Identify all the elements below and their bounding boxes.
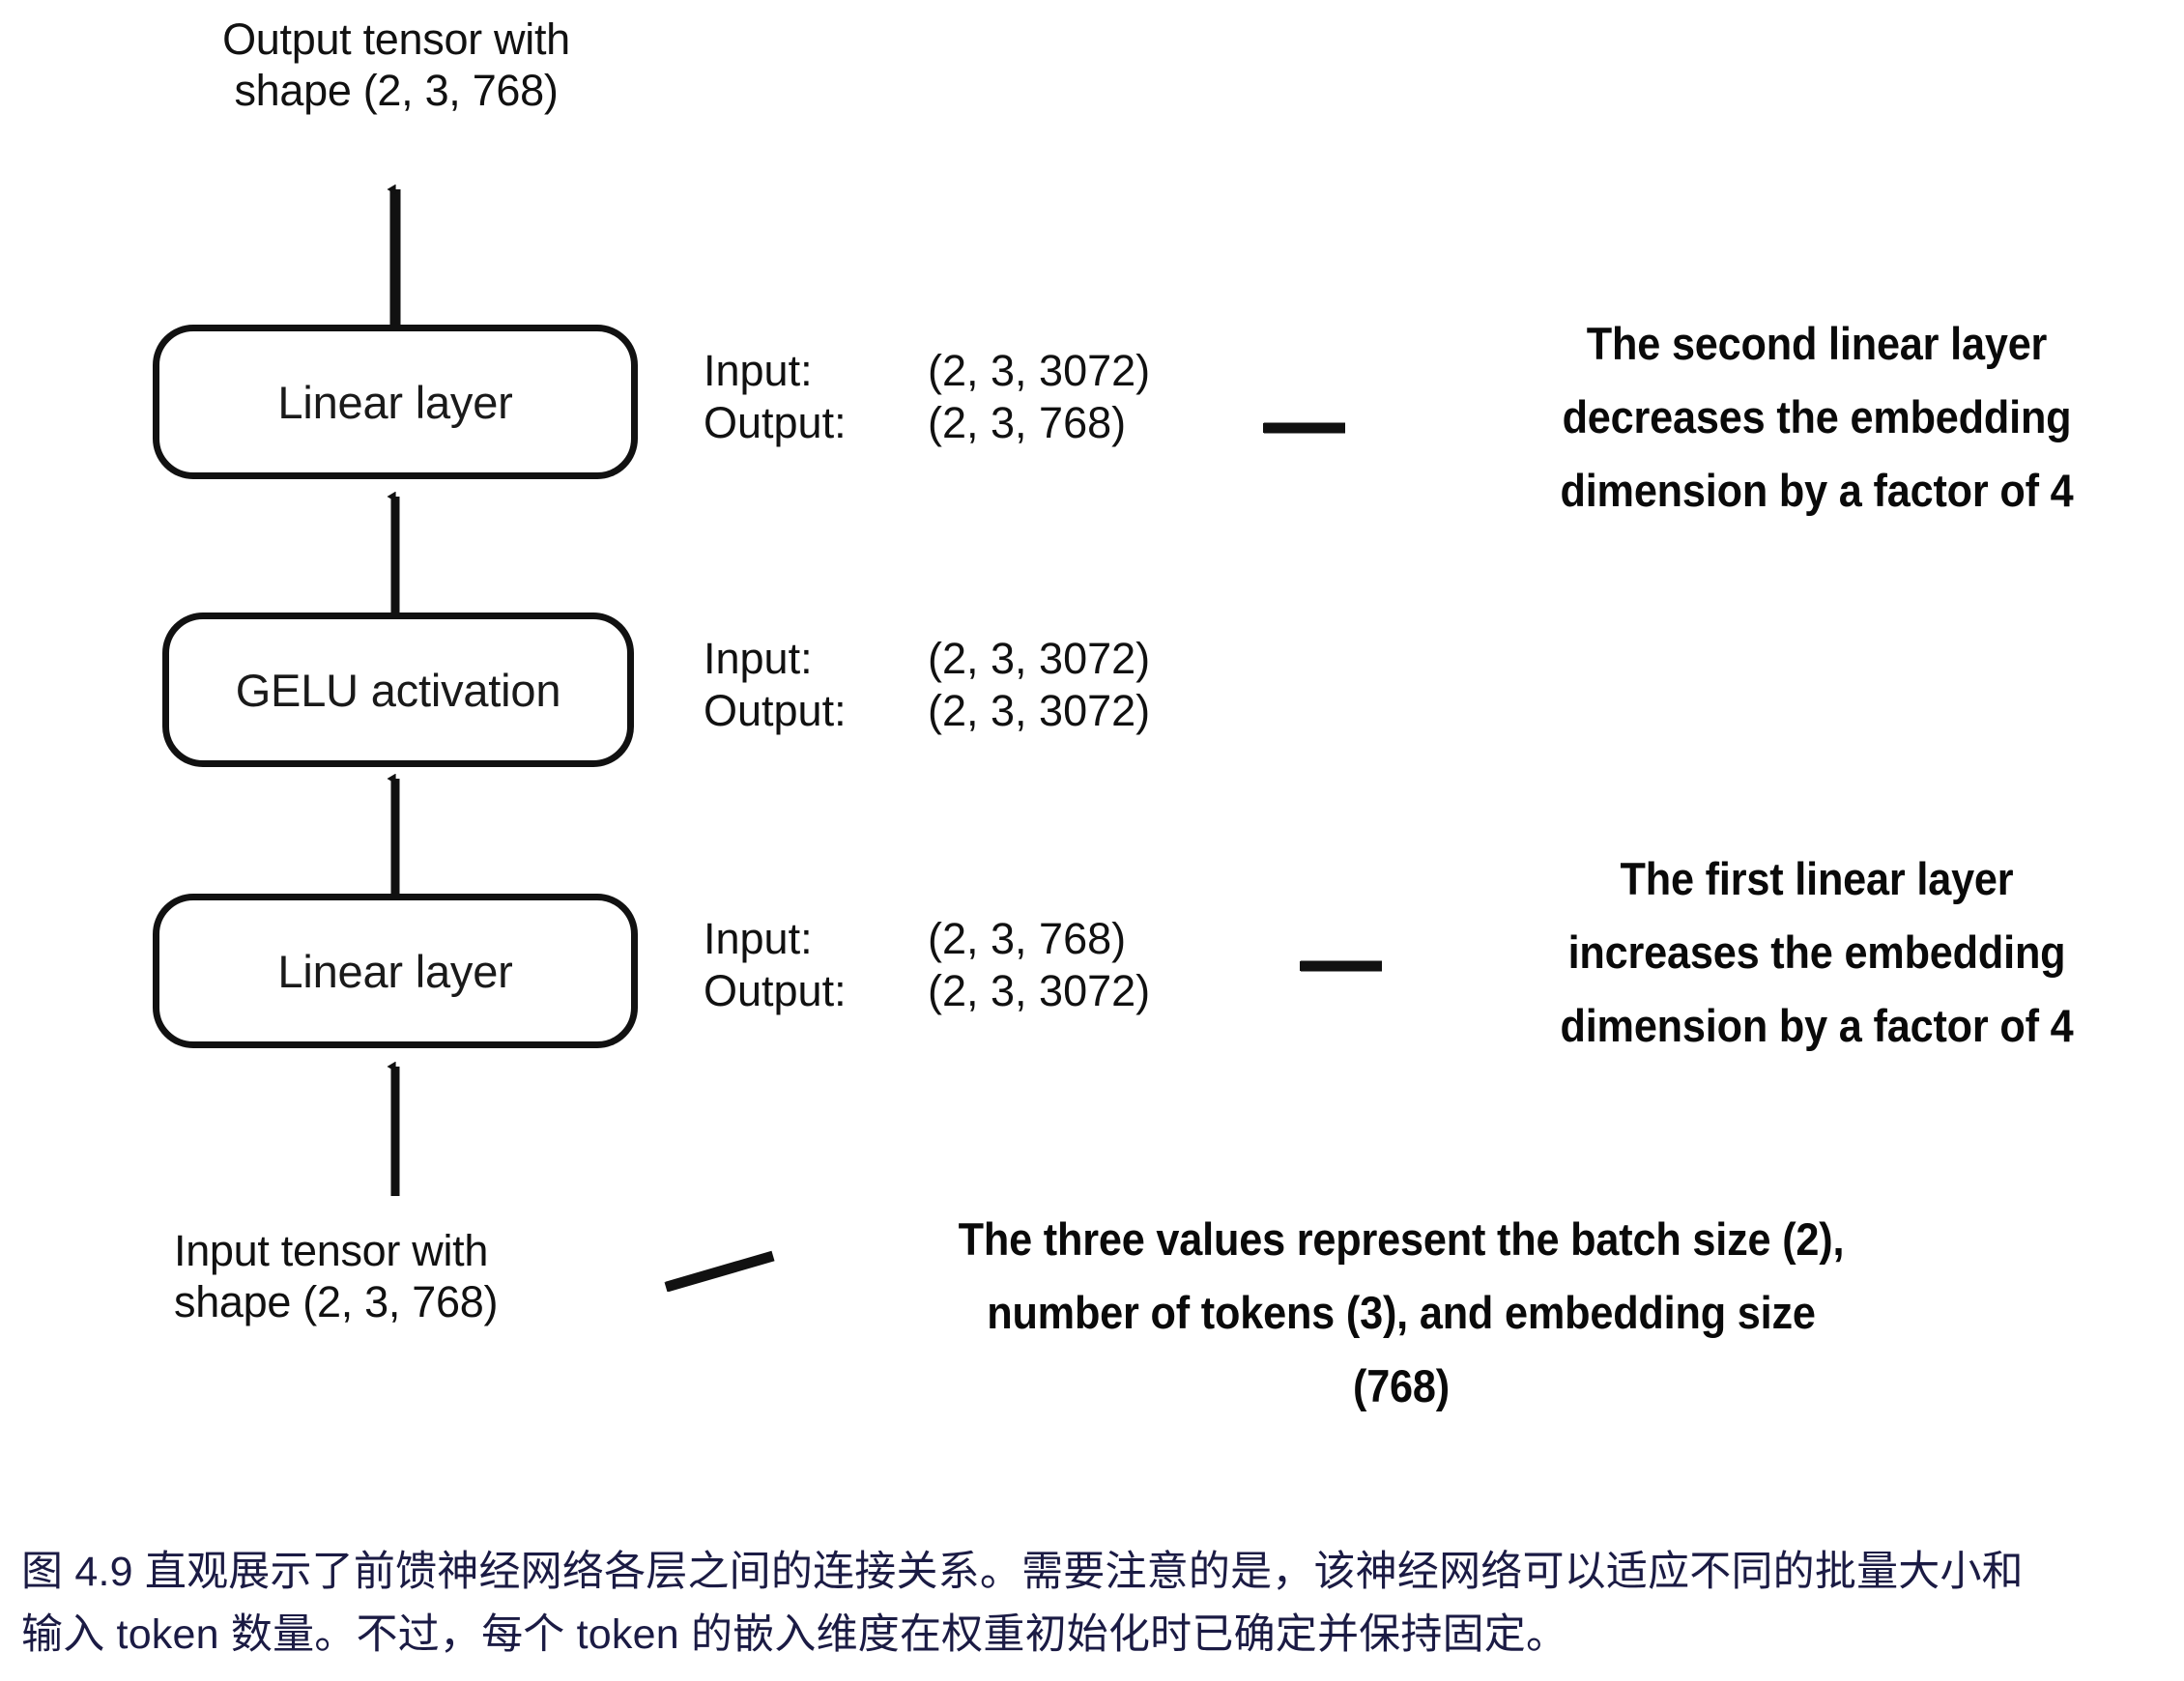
annotation-line: dimension by a factor of 4 <box>1560 1000 2074 1052</box>
io-input-key: Input: <box>704 634 813 683</box>
node-linear-layer-2[interactable]: Linear layer <box>153 325 638 479</box>
io-spec-linear-layer-2: Input: (2, 3, 3072) Output: (2, 3, 768) <box>704 345 1150 450</box>
annotation-line: The first linear layer <box>1620 853 2014 904</box>
io-input-value: (2, 3, 3072) <box>928 346 1151 395</box>
annotation-line: The three values represent the batch siz… <box>958 1213 1845 1265</box>
io-input-row: Input: (2, 3, 3072) <box>704 345 1150 397</box>
io-output-row: Output: (2, 3, 3072) <box>704 685 1150 737</box>
input-tensor-label: Input tensor with shape (2, 3, 768) <box>174 1226 499 1327</box>
node-gelu-activation-label: GELU activation <box>235 664 561 716</box>
annotation-first-linear-layer: The first linear layer increases the emb… <box>1497 842 2137 1063</box>
annotation-line: increases the embedding <box>1567 926 2066 979</box>
output-tensor-label: Output tensor with shape (2, 3, 768) <box>222 14 570 116</box>
io-output-value: (2, 3, 3072) <box>928 686 1151 736</box>
io-input-row: Input: (2, 3, 3072) <box>704 633 1150 685</box>
io-input-key: Input: <box>704 914 813 963</box>
node-linear-layer-1[interactable]: Linear layer <box>153 894 638 1048</box>
io-output-key: Output: <box>704 966 847 1016</box>
annotation-line: The second linear layer <box>1586 318 2048 369</box>
io-output-key: Output: <box>704 686 847 736</box>
io-output-row: Output: (2, 3, 768) <box>704 397 1150 449</box>
io-spec-gelu-activation: Input: (2, 3, 3072) Output: (2, 3, 3072) <box>704 633 1150 738</box>
io-input-value: (2, 3, 768) <box>928 914 1127 963</box>
io-input-row: Input: (2, 3, 768) <box>704 913 1150 965</box>
annotation-line: dimension by a factor of 4 <box>1560 465 2074 517</box>
io-output-key: Output: <box>704 398 847 448</box>
caption-line: 图 4.9 直观展示了前馈神经网络各层之间的连接关系。需要注意的是，该神经网络可… <box>21 1549 2024 1595</box>
io-spec-linear-layer-1: Input: (2, 3, 768) Output: (2, 3, 3072) <box>704 913 1150 1018</box>
io-output-value: (2, 3, 768) <box>928 398 1127 448</box>
io-input-key: Input: <box>704 346 813 395</box>
io-input-value: (2, 3, 3072) <box>928 634 1151 683</box>
io-output-value: (2, 3, 3072) <box>928 966 1151 1016</box>
node-linear-layer-2-label: Linear layer <box>277 376 513 428</box>
annotation-line: decreases the embedding <box>1562 391 2072 443</box>
annotation-three-values: The three values represent the batch siz… <box>859 1203 1943 1423</box>
annotation-second-linear-layer: The second linear layer decreases the em… <box>1497 307 2137 527</box>
figure-caption: 图 4.9 直观展示了前馈神经网络各层之间的连接关系。需要注意的是，该神经网络可… <box>21 1541 2171 1667</box>
caption-line: 输入 token 数量。不过，每个 token 的嵌入维度在权重初始化时已确定并… <box>21 1611 1568 1659</box>
io-output-row: Output: (2, 3, 3072) <box>704 965 1150 1017</box>
node-gelu-activation[interactable]: GELU activation <box>162 613 634 767</box>
annotation-line: (768) <box>1352 1360 1451 1412</box>
annotation-line: number of tokens (3), and embedding size <box>987 1287 1816 1339</box>
node-linear-layer-1-label: Linear layer <box>277 945 513 997</box>
